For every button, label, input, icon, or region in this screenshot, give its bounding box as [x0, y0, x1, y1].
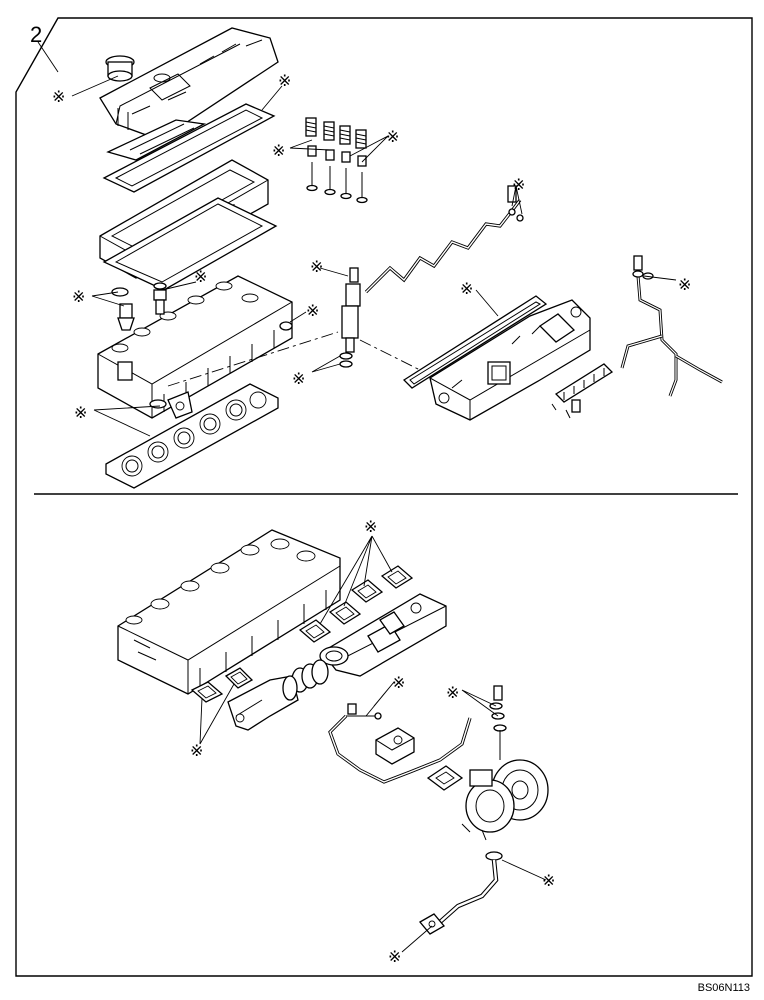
turbocharger	[461, 759, 549, 841]
oil-return-pipe	[419, 851, 503, 935]
breather-plate	[106, 119, 207, 161]
cylinder-head-lower	[117, 529, 341, 695]
kit-marker: ※	[310, 257, 323, 276]
intake-manifold-gasket	[402, 295, 548, 389]
kit-marker: ※	[278, 71, 291, 90]
rocker-cover-gasket	[102, 103, 276, 193]
lower-markers: ※ ※ ※ ※ ※ ※	[190, 517, 555, 966]
kit-marker: ※	[194, 267, 207, 286]
kit-marker: ※	[272, 141, 285, 160]
alignment-line	[167, 331, 339, 387]
valves	[306, 162, 368, 204]
lower-section: ※ ※ ※ ※ ※ ※	[117, 517, 555, 966]
drawing-code: BS06N113	[697, 982, 750, 994]
kit-marker: ※	[72, 287, 85, 306]
rocker-cover	[99, 27, 279, 141]
valve-springs	[305, 117, 367, 149]
oil-valve-block	[375, 727, 415, 765]
kit-marker: ※	[678, 275, 691, 294]
lower-leader-lines	[199, 535, 547, 953]
upper-leader-lines	[71, 75, 677, 437]
kit-marker: ※	[460, 279, 473, 298]
exhaust-manifold	[319, 593, 447, 677]
connecting-sleeve	[291, 659, 329, 693]
upper-section: ※ ※ ※ ※ ※ ※ ※ ※ ※ ※ ※ ※ ※	[52, 27, 723, 489]
reference-leader	[37, 41, 59, 73]
plug-seal	[279, 321, 293, 331]
cylinder-head-gasket	[105, 383, 279, 489]
kit-marker: ※	[388, 947, 401, 966]
turbo-oil-feed-pipe	[328, 703, 472, 784]
glow-plug-harness	[551, 363, 614, 419]
kit-marker: ※	[542, 871, 555, 890]
temperature-sensor	[117, 289, 167, 331]
oil-feed-fittings	[489, 685, 507, 760]
kit-marker: ※	[364, 517, 377, 536]
kit-marker: ※	[190, 741, 203, 760]
kit-marker: ※	[386, 127, 399, 146]
elbow-gaskets	[190, 667, 254, 703]
diagram-frame	[15, 17, 753, 977]
injector	[339, 267, 361, 368]
sensor-washer	[111, 287, 129, 297]
oil-filler-cap	[105, 55, 135, 82]
kit-marker: ※	[306, 301, 319, 320]
kit-marker: ※	[392, 673, 405, 692]
intake-elbow	[227, 675, 299, 731]
kit-marker: ※	[74, 403, 87, 422]
exhaust-manifold-gaskets	[298, 565, 414, 643]
upper-markers: ※ ※ ※ ※ ※ ※ ※ ※ ※ ※ ※ ※ ※	[52, 71, 691, 422]
kit-marker: ※	[52, 87, 65, 106]
intake-manifold	[429, 299, 591, 421]
leak-off-pipe	[364, 185, 524, 294]
kit-marker: ※	[512, 175, 525, 194]
turbo-flange-gasket	[426, 765, 464, 791]
kit-marker: ※	[292, 369, 305, 388]
kit-marker: ※	[446, 683, 459, 702]
alignment-line-2	[359, 339, 421, 371]
thermostat-housing	[149, 391, 193, 419]
housing-lower-gasket	[102, 197, 278, 291]
wiring-harness	[620, 255, 723, 397]
reference-number: 2	[30, 22, 43, 47]
